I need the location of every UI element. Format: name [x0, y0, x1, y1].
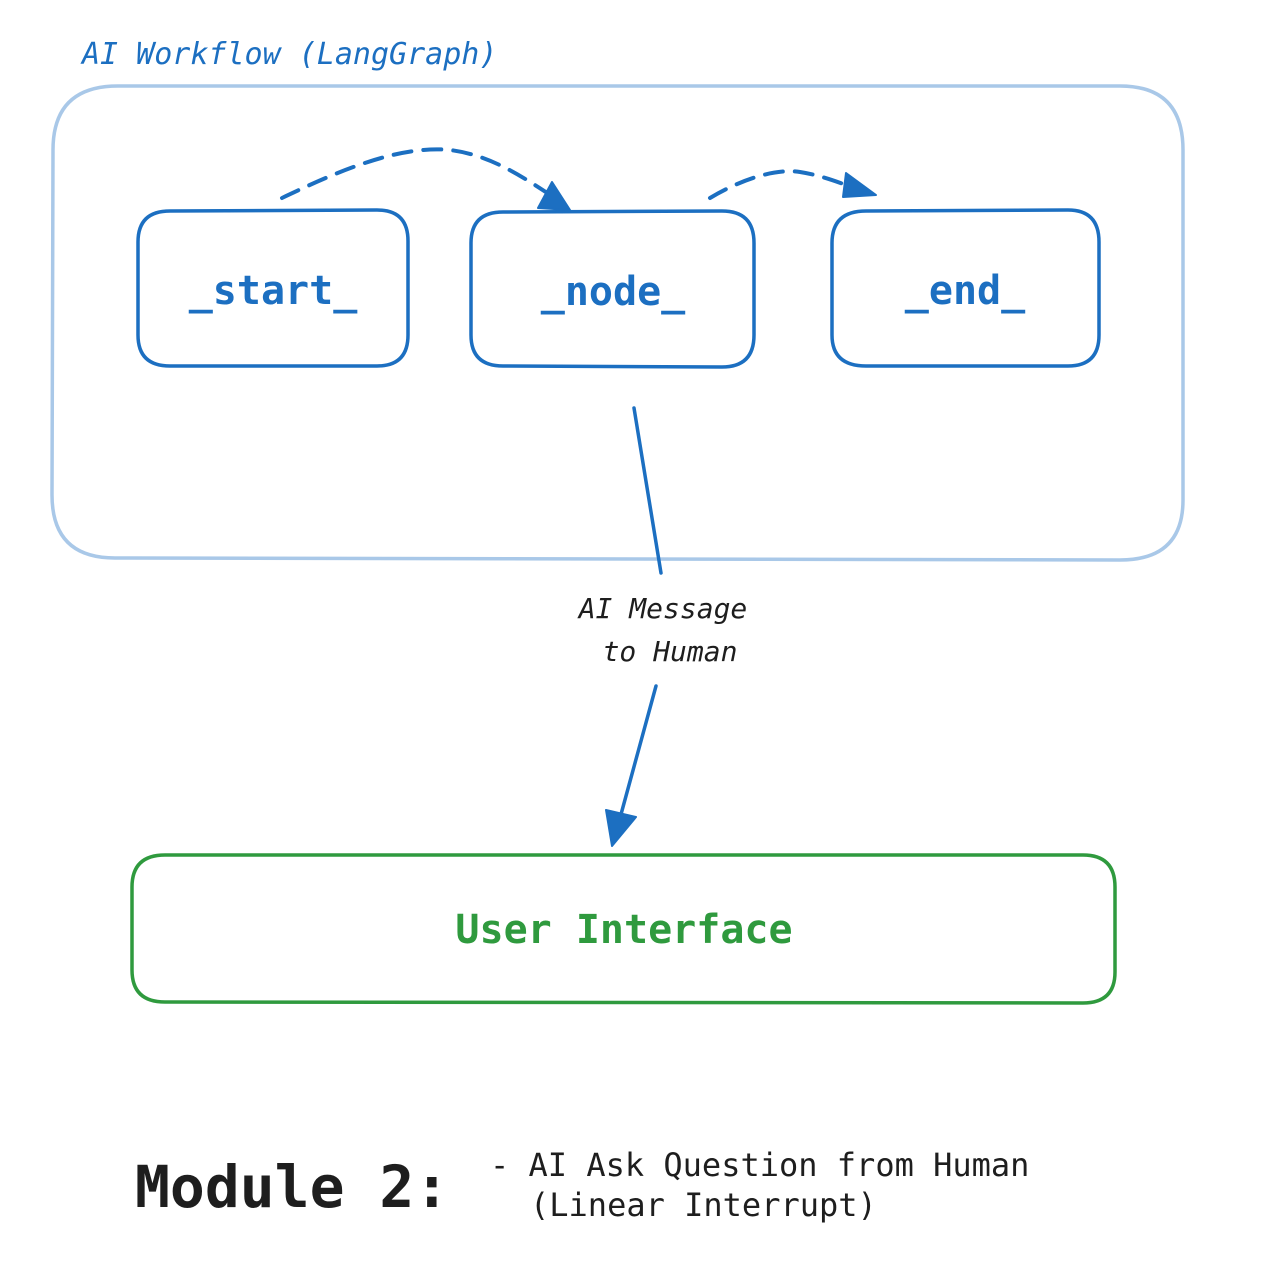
workflow-title: AI Workflow (LangGraph) [80, 37, 497, 72]
edge-label-line1: AI Message [577, 592, 748, 625]
edge-label-line2: to Human [603, 635, 738, 668]
user-interface-box[interactable]: User Interface [130, 853, 1117, 1005]
edge-node-to-end [708, 169, 877, 200]
arrowhead-icon [605, 809, 637, 847]
node-end[interactable]: _end_ [830, 208, 1101, 368]
edge-node-to-ui-lower [605, 684, 658, 847]
node-node[interactable]: _node_ [469, 209, 756, 369]
module-description-line2: (Linear Interrupt) [530, 1186, 877, 1224]
module-title: Module 2: [135, 1153, 449, 1221]
node-node-label: _node_ [541, 269, 686, 315]
workflow-container [50, 84, 1185, 562]
node-start[interactable]: _start_ [136, 208, 410, 368]
module-description-line1: - AI Ask Question from Human [490, 1146, 1029, 1184]
edge-node-to-ui-upper [632, 406, 663, 575]
node-start-label: _start_ [189, 268, 358, 314]
node-end-label: _end_ [905, 268, 1026, 314]
user-interface-label: User Interface [455, 907, 792, 953]
edge-start-to-node [280, 147, 571, 211]
arrowhead-icon [842, 172, 877, 198]
arrowhead-icon [537, 181, 571, 211]
